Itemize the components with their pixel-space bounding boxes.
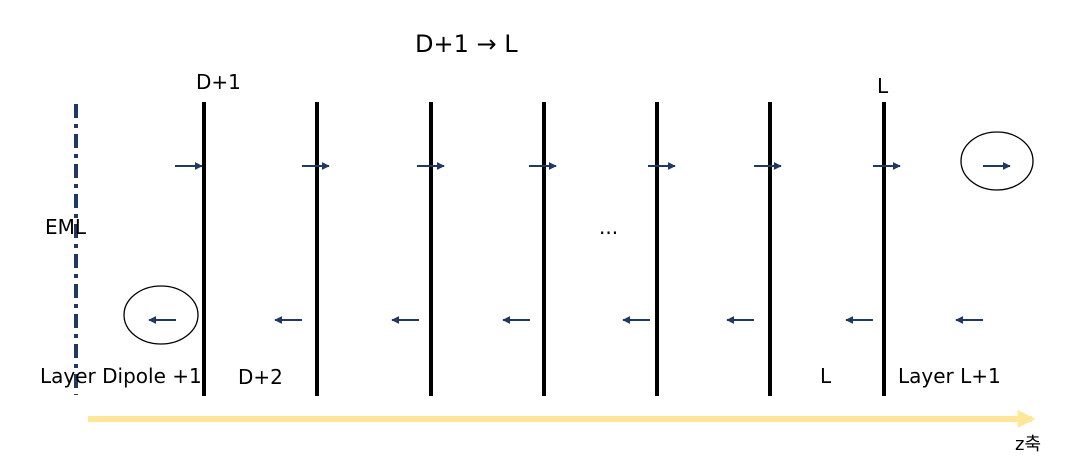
label-layer-l1: Layer L+1 (898, 364, 1001, 388)
layer-lines (202, 102, 886, 396)
label-ellipsis: ... (599, 215, 618, 239)
label-eml: EML (45, 215, 87, 239)
diagram-title: D+1 → L (415, 30, 518, 58)
label-d2: D+2 (238, 365, 283, 389)
label-l-bottom: L (820, 364, 832, 388)
label-l-top: L (877, 74, 889, 98)
circle-highlight-right (960, 131, 1034, 191)
circle-highlight-left (123, 285, 199, 345)
label-d1: D+1 (196, 70, 241, 94)
label-layer-dipole: Layer Dipole +1 (40, 364, 202, 388)
label-z-axis: z축 (1015, 434, 1041, 455)
